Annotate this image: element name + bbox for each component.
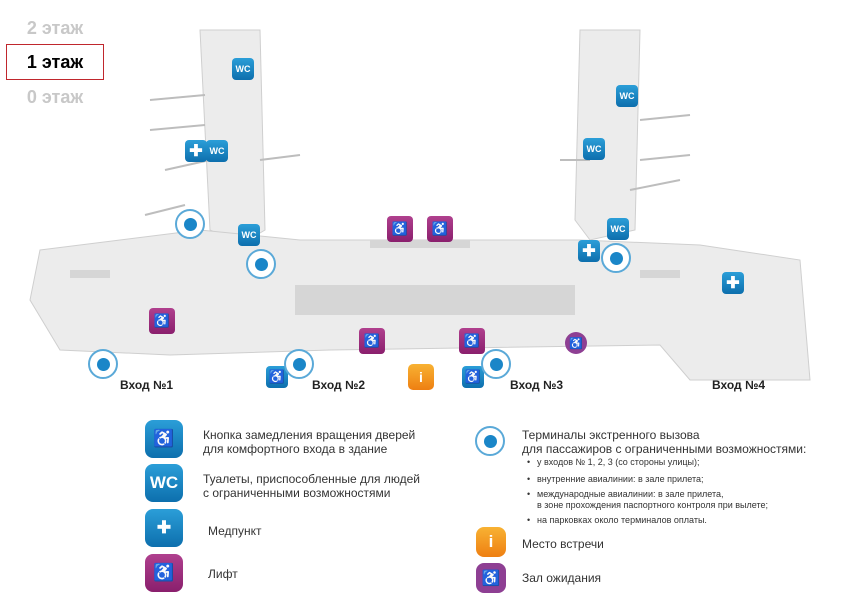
legend-waiting-hall: Зал ожидания <box>522 571 602 585</box>
legend-terminals: Терминалы экстренного вызова для пассажи… <box>522 428 807 456</box>
lift-icon[interactable]: ♿ <box>387 216 413 242</box>
entrance-3-label: Вход №3 <box>510 378 564 392</box>
emergency-terminal-icon[interactable] <box>175 209 205 239</box>
floor-1[interactable]: 1 этаж <box>6 44 104 80</box>
wc-icon: WC <box>145 464 183 502</box>
waiting-hall-icon: ♿ <box>476 563 506 593</box>
wc-icon[interactable]: WC <box>583 138 605 160</box>
medpoint-icon[interactable]: ✚ <box>722 272 744 294</box>
medpoint-icon[interactable]: ✚ <box>578 240 600 262</box>
meeting-point-icon[interactable]: i <box>408 364 434 390</box>
legend-lift: Лифт <box>208 567 238 581</box>
door-slowdown-button-icon: ♿ <box>145 420 183 458</box>
lift-icon[interactable]: ♿ <box>149 308 175 334</box>
emergency-terminal-icon[interactable] <box>284 349 314 379</box>
terminal-floor-map <box>29 29 811 381</box>
legend-medpoint: Медпункт <box>208 524 262 538</box>
emergency-terminal-icon[interactable] <box>481 349 511 379</box>
legend-wc: Туалеты, приспособленные для людей с огр… <box>203 472 420 500</box>
wc-icon[interactable]: WC <box>232 58 254 80</box>
entrance-4-label: Вход №4 <box>712 378 766 392</box>
waiting-hall-icon[interactable]: ♿ <box>565 332 587 354</box>
wc-icon[interactable]: WC <box>607 218 629 240</box>
terminal-location: на парковках около терминалов оплаты. <box>527 515 707 526</box>
door-slowdown-button-icon[interactable]: ♿ <box>462 366 484 388</box>
emergency-terminal-icon <box>475 426 505 456</box>
entrance-1-label: Вход №1 <box>120 378 174 392</box>
lift-icon[interactable]: ♿ <box>359 328 385 354</box>
legend-meeting-point: Место встречи <box>522 537 604 551</box>
emergency-terminal-icon[interactable] <box>601 243 631 273</box>
lift-icon: ♿ <box>145 554 183 592</box>
terminal-location: у входов № 1, 2, 3 (со стороны улицы); <box>527 457 699 468</box>
terminal-location: внутренние авиалинии: в зале прилета; <box>527 474 704 485</box>
medpoint-icon: ✚ <box>145 509 183 547</box>
emergency-terminal-icon[interactable] <box>88 349 118 379</box>
floor-0[interactable]: 0 этаж <box>26 87 84 107</box>
wc-icon[interactable]: WC <box>206 140 228 162</box>
lift-icon[interactable]: ♿ <box>427 216 453 242</box>
lift-icon[interactable]: ♿ <box>459 328 485 354</box>
wc-icon[interactable]: WC <box>616 85 638 107</box>
door-slowdown-button-icon[interactable]: ♿ <box>266 366 288 388</box>
terminal-location: международные авиалинии: в зале прилета,… <box>527 489 768 511</box>
entrance-2-label: Вход №2 <box>312 378 366 392</box>
meeting-point-icon: i <box>476 527 506 557</box>
medpoint-icon[interactable]: ✚ <box>185 140 207 162</box>
floor-2[interactable]: 2 этаж <box>26 18 84 38</box>
emergency-terminal-icon[interactable] <box>246 249 276 279</box>
legend-door-button: Кнопка замедления вращения дверей для ко… <box>203 428 416 456</box>
wc-icon[interactable]: WC <box>238 224 260 246</box>
